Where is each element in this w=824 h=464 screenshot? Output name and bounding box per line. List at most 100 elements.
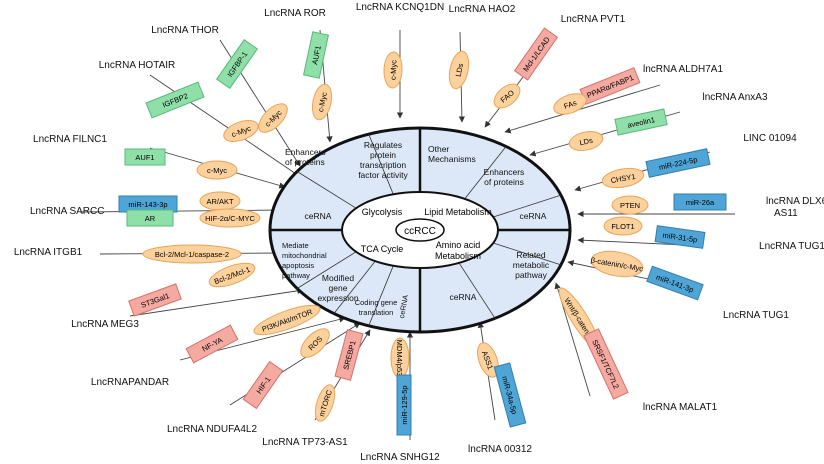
node-label: HIF-2α/C-MYC <box>205 214 255 223</box>
node-oval <box>253 304 321 336</box>
node-oval <box>258 103 288 133</box>
pathway-node: IGFBP2 <box>145 81 205 119</box>
pathway-node: SREBP1 <box>334 329 364 381</box>
lncrna-label: LncRNA TUG1 <box>723 310 789 321</box>
pathway-node: miR-31-5p <box>654 225 706 249</box>
node-box <box>126 209 174 227</box>
node-oval <box>300 328 330 358</box>
inner-ring-label: Lipid Metabolism <box>424 207 492 217</box>
pathway-node: aveolin1 <box>614 108 668 136</box>
pathway-node: IGFBP-1 <box>215 39 259 89</box>
pathway-node: PPARα/FABP1 <box>579 67 641 105</box>
node-label: LDs <box>579 136 594 148</box>
node-oval <box>142 244 242 264</box>
lncrna-label: LncRNA MEG3 <box>71 319 139 330</box>
node-box <box>513 27 559 81</box>
lncrna-label: LncRNA SNHG12 <box>360 452 440 463</box>
lncrna-label: lncRNA 00312 <box>468 444 532 455</box>
node-label: MDM4/p53 <box>395 340 404 377</box>
node-label: CHSY1 <box>610 172 636 185</box>
node-oval <box>590 250 644 278</box>
pathway-node: Bcl-2/Mcl-1/caspase-2 <box>142 244 242 264</box>
node-oval <box>477 342 499 378</box>
pathway-node: ST3Gal1 <box>128 283 182 317</box>
sector-divider <box>458 262 496 319</box>
pathway-node: c-Myc <box>383 51 403 89</box>
node-oval <box>568 131 604 151</box>
sector-label: ceRNA <box>305 211 332 221</box>
pathway-node: CHSY1 <box>601 167 645 189</box>
pathway-node: LDs <box>568 131 604 151</box>
node-box <box>145 81 205 119</box>
pathway-node: miR-129-5p <box>396 374 412 436</box>
node-oval <box>603 216 643 236</box>
lncrna-label: LINC 01094 <box>743 133 797 144</box>
node-label: AUF1 <box>135 153 154 162</box>
node-oval <box>383 51 403 89</box>
lncrna-label: lncRNA ALDH7A1 <box>643 64 723 75</box>
lncrna-label: LncRNA FILNC1 <box>33 134 107 145</box>
node-box <box>128 283 182 317</box>
node-oval <box>314 384 336 422</box>
inner-ring-label: Glycolysis <box>362 207 403 217</box>
pathway-node: AUF1 <box>124 148 166 166</box>
node-box <box>645 148 711 178</box>
connector-arrow <box>79 206 283 214</box>
lncrna-label: LncRNAPANDAR <box>91 377 169 388</box>
node-box <box>396 374 412 436</box>
pathway-node: HIF-2α/C-MYC <box>199 208 261 228</box>
pathway-node: c-Myc <box>223 120 259 142</box>
node-oval <box>601 167 645 189</box>
lncrna-label: lncRNA DLX6-AS11 <box>766 196 824 219</box>
pathway-node: FAO <box>493 83 521 109</box>
node-label: c-Myc <box>316 91 329 113</box>
node-box <box>303 31 329 79</box>
lncrna-label: LncRNA NDUFA4L2 <box>167 424 257 435</box>
pathway-node: MDM4/p53 <box>390 337 410 379</box>
node-label: c-Myc <box>207 166 227 175</box>
lncrna-label: LncRNA HAO2 <box>449 4 516 15</box>
node-oval <box>223 120 259 142</box>
node-label: LDs <box>454 62 466 77</box>
node-label: AR/AKT <box>206 197 234 206</box>
sector-divider <box>493 194 562 218</box>
node-oval <box>553 93 587 115</box>
node-oval <box>611 195 649 215</box>
sector-divider <box>464 146 507 200</box>
node-box <box>583 328 629 400</box>
lncrna-label: LncRNA HOTAIR <box>99 60 176 71</box>
lncrna-label: LncRNA TP73-AS1 <box>262 437 348 448</box>
pathway-node: AUF1 <box>303 31 329 79</box>
node-box <box>646 265 704 301</box>
node-oval <box>448 50 470 90</box>
node-box <box>215 39 259 89</box>
node-label: c-Myc <box>389 60 399 81</box>
node-label: AR <box>145 214 156 223</box>
pathway-node: LDs <box>448 50 470 90</box>
lncrna-label: lncRNA MALAT1 <box>643 402 718 413</box>
lncrna-label: LncRNA SARCC <box>30 206 104 217</box>
sector-divider <box>493 242 562 266</box>
node-label: PTEN <box>620 201 640 210</box>
lncrna-label: LncRNA ITGB1 <box>14 247 83 258</box>
pathway-node: NF-YA <box>185 324 239 364</box>
node-label: AUF1 <box>310 45 323 66</box>
node-label: miR-129-5p <box>400 385 409 424</box>
lncrna-label: LncRNA TUG1 <box>759 241 824 252</box>
pathway-node: FAs <box>553 93 587 115</box>
sector-label: ceRNA <box>520 211 547 221</box>
pathway-node: SRSF1/TCF7L2 <box>583 328 629 400</box>
pathway-node: ASS1 <box>477 342 499 378</box>
lncrna-label: LncRNA PVT1 <box>561 14 626 25</box>
pathway-node: c-Myc <box>258 103 288 133</box>
node-label: miR-143-3p <box>128 200 167 209</box>
lncrna-label: LncRNA THOR <box>151 25 219 36</box>
pathway-node: AR/AKT <box>199 191 241 211</box>
